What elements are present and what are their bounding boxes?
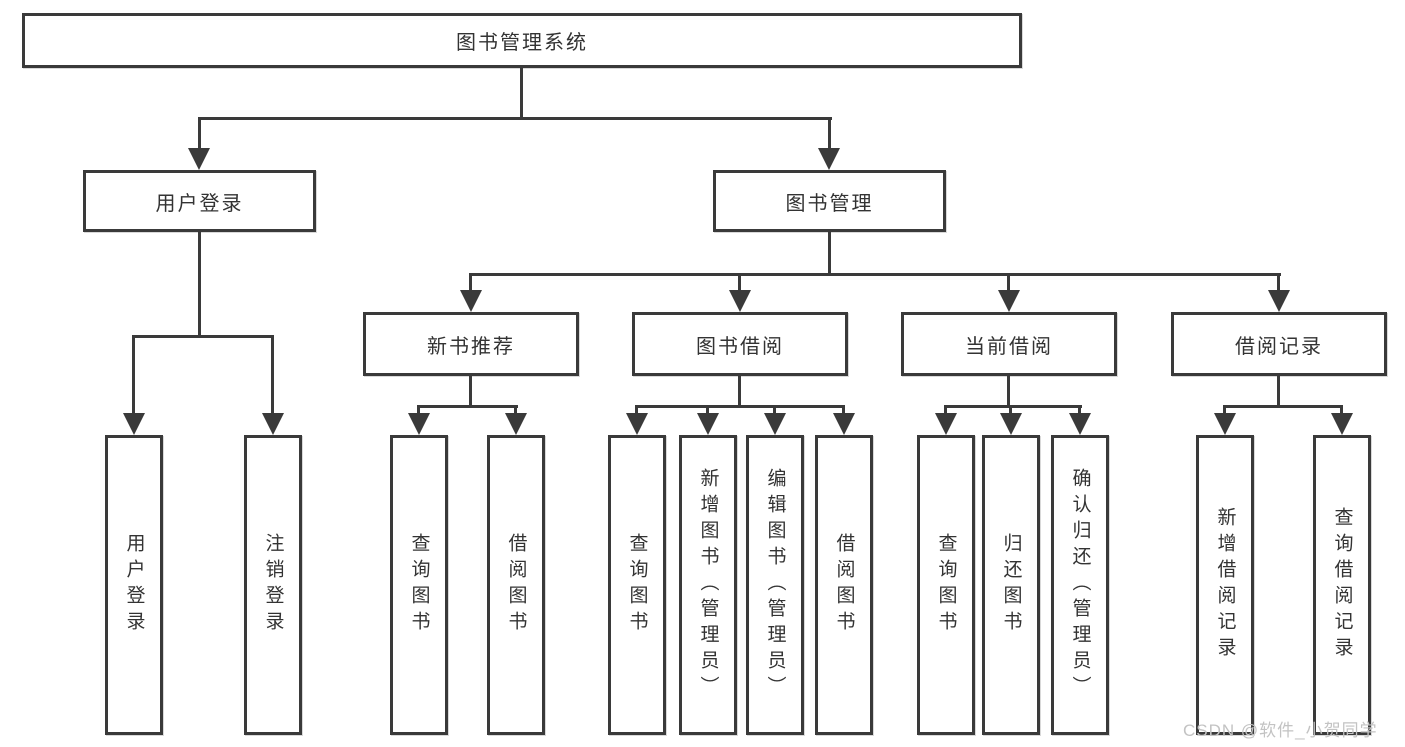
connector-arrowhead-down-icon	[123, 413, 145, 435]
connector-arrowhead-down-icon	[188, 148, 210, 170]
connector-line	[706, 405, 709, 417]
connector-arrowhead-down-icon	[818, 148, 840, 170]
leaf-logout: 注销登录	[244, 435, 302, 735]
connector-line	[1340, 405, 1343, 417]
node-book-management-label: 图书管理	[785, 192, 874, 215]
connector-arrowhead-down-icon	[764, 413, 786, 435]
node-book-borrow-label: 图书借阅	[696, 335, 784, 358]
connector-line	[1007, 376, 1010, 408]
node-current-borrow: 当前借阅	[901, 312, 1117, 376]
connector-line	[1078, 405, 1081, 417]
connector-arrowhead-down-icon	[1000, 413, 1022, 435]
connector-arrowhead-down-icon	[729, 290, 751, 312]
connector-line	[842, 405, 845, 417]
connector-arrowhead-down-icon	[626, 413, 648, 435]
connector-arrowhead-down-icon	[935, 413, 957, 435]
node-new-book-recommend-label: 新书推荐	[427, 335, 515, 358]
node-root: 图书管理系统	[22, 13, 1022, 68]
connector-line	[944, 405, 1082, 408]
connector-arrowhead-down-icon	[505, 413, 527, 435]
leaf-return-books-label: 归还图书	[1000, 533, 1022, 637]
connector-arrowhead-down-icon	[460, 290, 482, 312]
node-book-borrow: 图书借阅	[632, 312, 848, 376]
leaf-current-query-books-label: 查询图书	[935, 533, 957, 637]
connector-line	[944, 405, 947, 417]
node-borrow-record: 借阅记录	[1171, 312, 1387, 376]
connector-arrowhead-down-icon	[833, 413, 855, 435]
connector-line	[520, 68, 523, 120]
leaf-confirm-return-admin: 确认归还（管理员）	[1051, 435, 1109, 735]
leaf-query-borrow-record-label: 查询借阅记录	[1331, 507, 1353, 663]
csdn-watermark: CSDN @软件_小贺同学	[1183, 721, 1378, 740]
connector-arrowhead-down-icon	[1268, 290, 1290, 312]
connector-line	[469, 376, 472, 408]
connector-line	[738, 273, 741, 295]
connector-line	[417, 405, 420, 417]
leaf-query-borrow-record: 查询借阅记录	[1313, 435, 1371, 735]
connector-line	[738, 376, 741, 408]
connector-line	[1009, 405, 1012, 417]
leaf-newbook-borrow-books-label: 借阅图书	[505, 533, 527, 637]
leaf-logout-label: 注销登录	[262, 533, 284, 637]
node-root-label: 图书管理系统	[456, 32, 588, 54]
leaf-edit-books-admin-label: 编辑图书（管理员）	[764, 468, 786, 702]
leaf-newbook-query-books: 查询图书	[390, 435, 448, 735]
connector-line	[773, 405, 776, 417]
leaf-borrow-query-books: 查询图书	[608, 435, 666, 735]
connector-line	[514, 405, 517, 417]
leaf-add-borrow-record: 新增借阅记录	[1196, 435, 1254, 735]
leaf-borrow-borrow-books-label: 借阅图书	[833, 533, 855, 637]
connector-arrowhead-down-icon	[1069, 413, 1091, 435]
connector-line	[1223, 405, 1226, 417]
leaf-user-login: 用户登录	[105, 435, 163, 735]
node-current-borrow-label: 当前借阅	[965, 335, 1053, 358]
connector-line	[1007, 273, 1010, 295]
connector-arrowhead-down-icon	[998, 290, 1020, 312]
connector-line	[828, 232, 831, 276]
connector-line	[1277, 376, 1280, 408]
node-book-management: 图书管理	[713, 170, 946, 232]
connector-line	[271, 335, 274, 417]
leaf-borrow-query-books-label: 查询图书	[626, 533, 648, 637]
leaf-add-books-admin: 新增图书（管理员）	[679, 435, 737, 735]
node-user-login-label: 用户登录	[155, 192, 244, 215]
connector-line	[635, 405, 845, 408]
connector-line	[417, 405, 518, 408]
leaf-newbook-borrow-books: 借阅图书	[487, 435, 545, 735]
leaf-add-books-admin-label: 新增图书（管理员）	[697, 468, 719, 702]
connector-arrowhead-down-icon	[1331, 413, 1353, 435]
node-new-book-recommend: 新书推荐	[363, 312, 579, 376]
connector-line	[198, 117, 832, 120]
connector-line	[198, 117, 201, 153]
leaf-confirm-return-admin-label: 确认归还（管理员）	[1069, 468, 1091, 702]
leaf-add-borrow-record-label: 新增借阅记录	[1214, 507, 1236, 663]
connector-line	[132, 335, 135, 417]
connector-arrowhead-down-icon	[408, 413, 430, 435]
connector-line	[469, 273, 472, 295]
leaf-edit-books-admin: 编辑图书（管理员）	[746, 435, 804, 735]
connector-arrowhead-down-icon	[1214, 413, 1236, 435]
connector-line	[132, 335, 274, 338]
connector-line	[635, 405, 638, 417]
node-borrow-record-label: 借阅记录	[1235, 335, 1323, 358]
leaf-return-books: 归还图书	[982, 435, 1040, 735]
connector-line	[1223, 405, 1343, 408]
connector-line	[828, 117, 831, 153]
leaf-borrow-borrow-books: 借阅图书	[815, 435, 873, 735]
node-user-login: 用户登录	[83, 170, 316, 232]
connector-line	[1277, 273, 1280, 295]
leaf-user-login-label: 用户登录	[123, 533, 145, 637]
connector-line	[198, 232, 201, 338]
leaf-newbook-query-books-label: 查询图书	[408, 533, 430, 637]
connector-arrowhead-down-icon	[697, 413, 719, 435]
leaf-current-query-books: 查询图书	[917, 435, 975, 735]
connector-arrowhead-down-icon	[262, 413, 284, 435]
connector-line	[469, 273, 1281, 276]
